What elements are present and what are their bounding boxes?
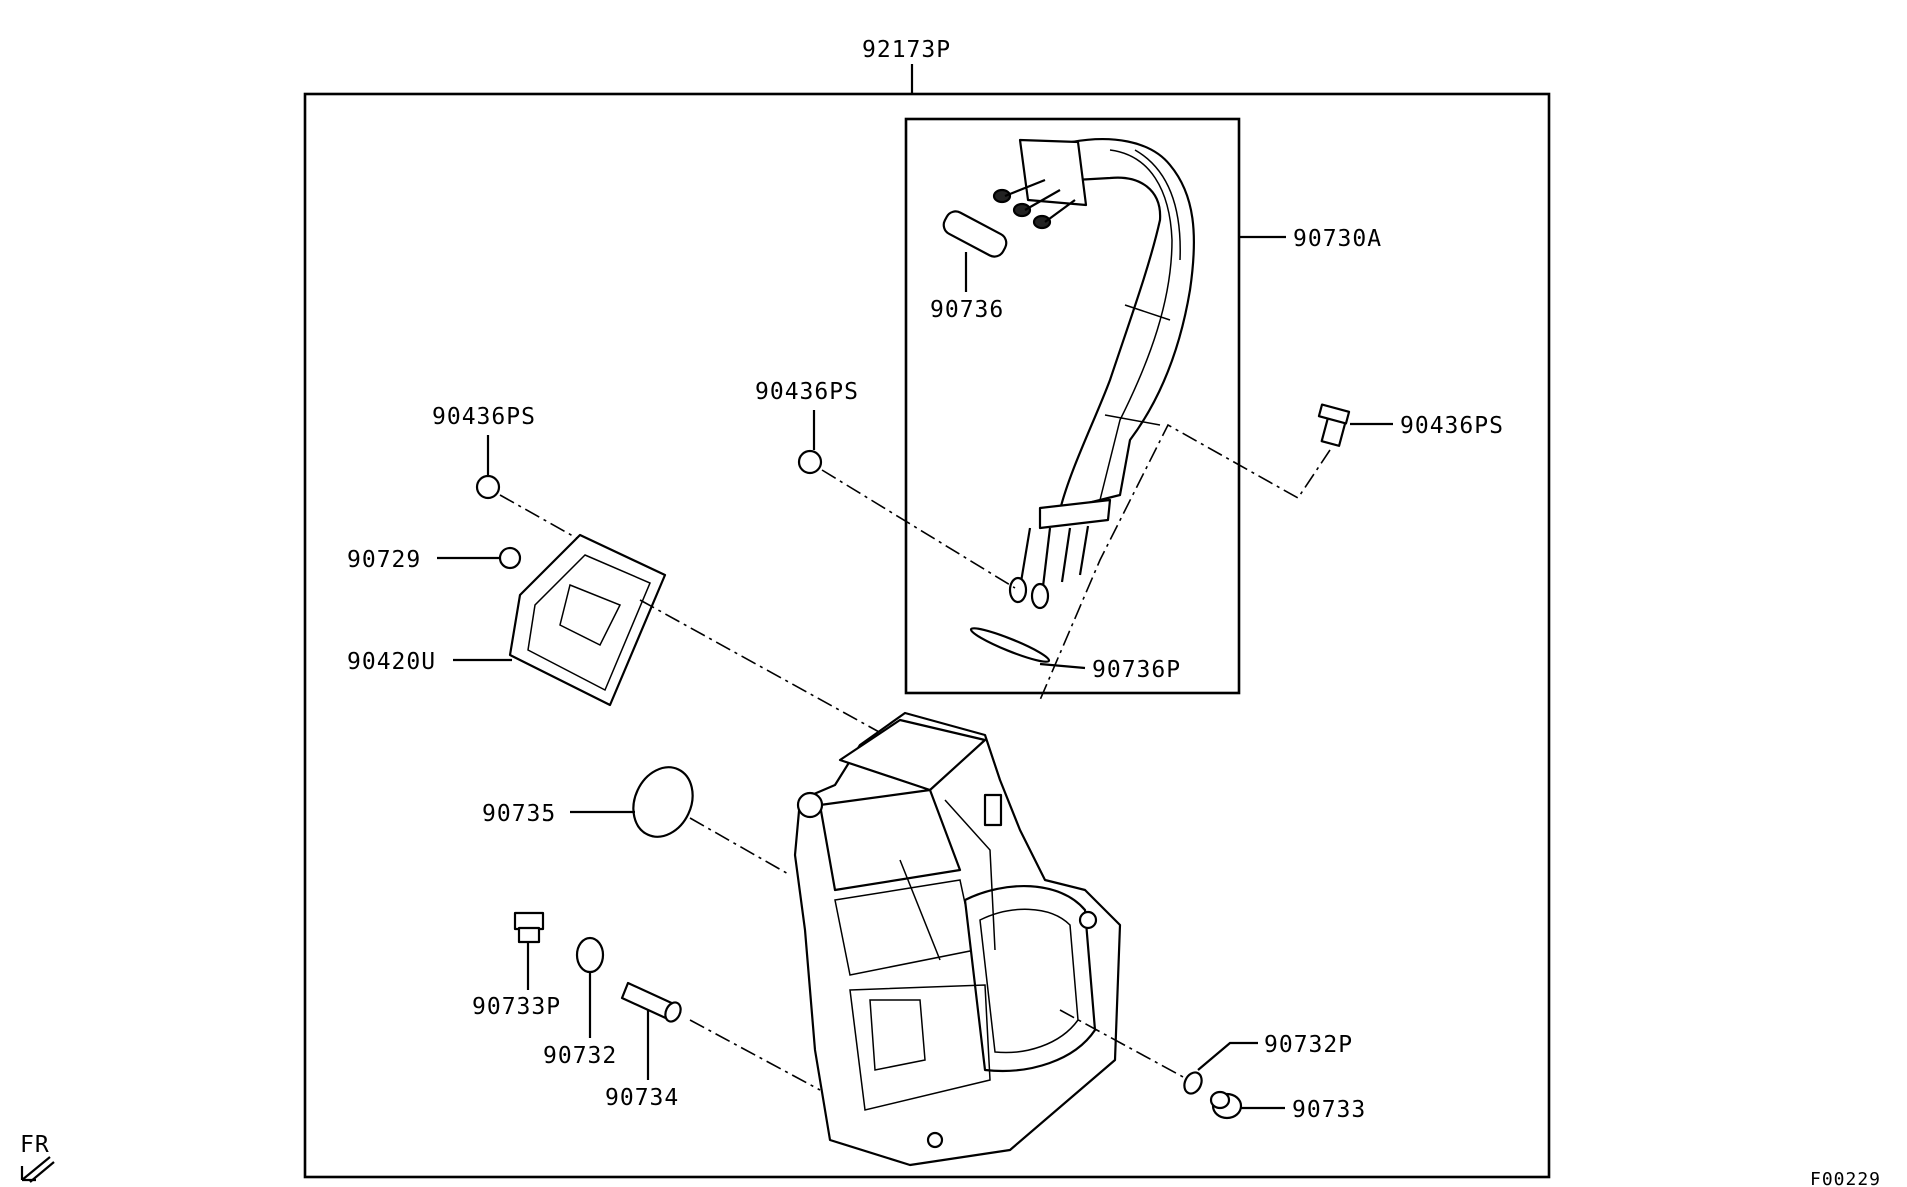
label-90436PS-left[interactable]: 90436PS — [432, 404, 536, 430]
bolt-right — [1317, 403, 1351, 447]
front-arrow-icon — [20, 1156, 55, 1183]
plug-90733 — [1209, 1090, 1243, 1120]
washer-90732 — [575, 936, 605, 974]
label-90420U[interactable]: 90420U — [347, 649, 436, 675]
label-90736[interactable]: 90736 — [930, 297, 1004, 323]
washer-90732P — [1183, 1071, 1203, 1095]
assembly-frame — [303, 92, 1551, 1179]
label-90734[interactable]: 90734 — [605, 1085, 679, 1111]
label-90735[interactable]: 90735 — [482, 801, 556, 827]
label-90733P[interactable]: 90733P — [472, 994, 561, 1020]
harness-frame — [904, 117, 1241, 695]
bolt-mid — [797, 449, 823, 475]
label-92173P[interactable]: 92173P — [862, 37, 951, 63]
harness-cable — [992, 138, 1196, 610]
transmission-housing — [793, 711, 1122, 1167]
label-90436PS-right[interactable]: 90436PS — [1400, 413, 1504, 439]
label-90732P[interactable]: 90732P — [1264, 1032, 1353, 1058]
label-90436PS-mid[interactable]: 90436PS — [755, 379, 859, 405]
harness-seal — [969, 627, 1051, 663]
o-ring — [632, 766, 694, 838]
bolt-left — [475, 474, 501, 500]
front-marker-label: FR — [20, 1132, 50, 1158]
plug-90733P — [513, 911, 545, 944]
figure-code: F00229 — [1810, 1169, 1881, 1187]
label-90732[interactable]: 90732 — [543, 1043, 617, 1069]
breather-90734 — [620, 981, 682, 1023]
harness-gasket — [942, 210, 1008, 258]
label-90729[interactable]: 90729 — [347, 547, 421, 573]
label-90736P[interactable]: 90736P — [1092, 657, 1181, 683]
cover-plate — [508, 533, 667, 707]
label-90733[interactable]: 90733 — [1292, 1097, 1366, 1123]
cover-bolt — [498, 546, 522, 570]
label-90730A[interactable]: 90730A — [1293, 226, 1382, 252]
